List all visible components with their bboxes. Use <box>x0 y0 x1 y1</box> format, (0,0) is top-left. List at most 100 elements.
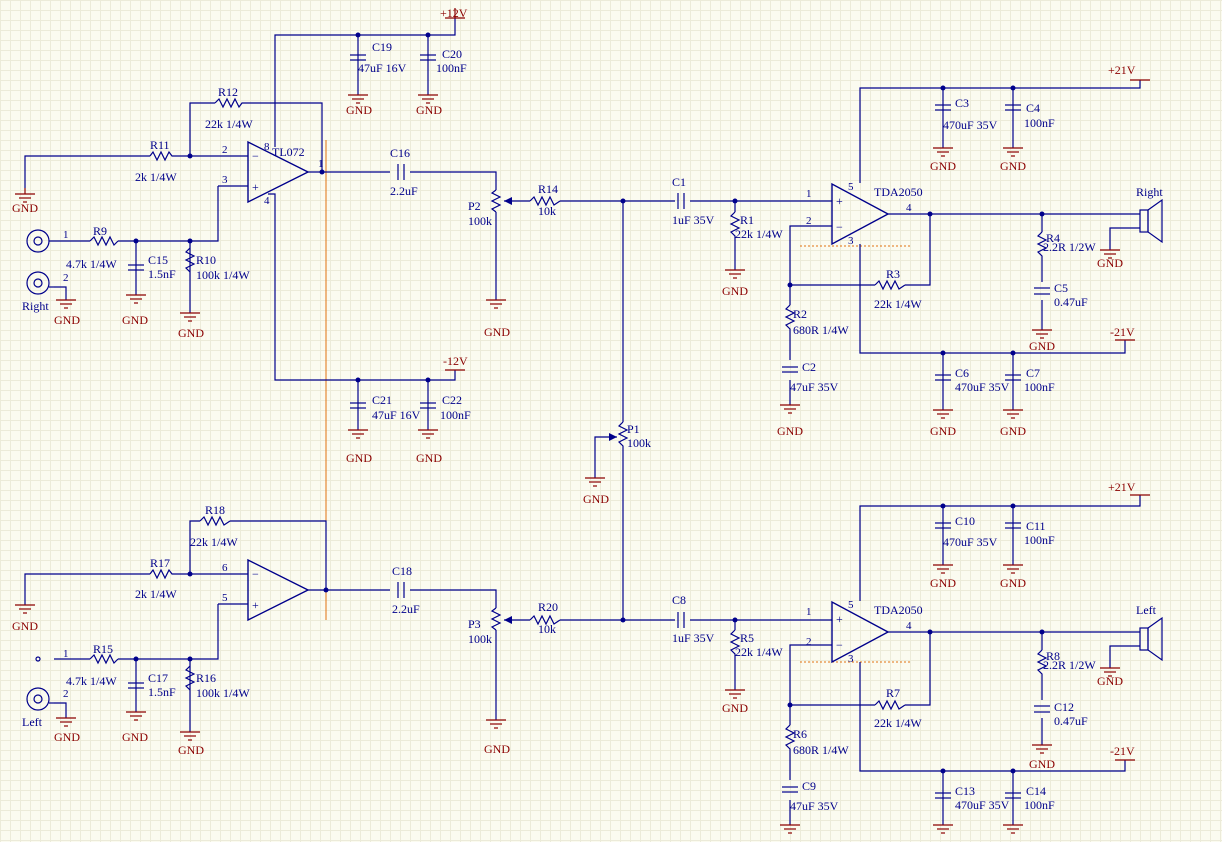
svg-text:100nF: 100nF <box>1024 116 1055 130</box>
svg-text:+: + <box>252 598 259 612</box>
svg-text:C15: C15 <box>148 253 168 267</box>
svg-text:2: 2 <box>222 144 228 156</box>
svg-text:+21V: +21V <box>1108 63 1136 77</box>
svg-text:R11: R11 <box>150 138 170 152</box>
svg-text:R17: R17 <box>150 556 170 570</box>
svg-text:GND: GND <box>54 730 80 744</box>
svg-text:3: 3 <box>222 174 228 186</box>
speakers <box>1139 198 1163 662</box>
svg-text:GND: GND <box>777 424 803 438</box>
svg-text:470uF 35V: 470uF 35V <box>955 798 1010 812</box>
svg-text:GND: GND <box>12 619 38 633</box>
svg-text:-21V: -21V <box>1110 325 1135 339</box>
svg-text:C14: C14 <box>1026 784 1046 798</box>
svg-text:GND: GND <box>930 424 956 438</box>
svg-text:GND: GND <box>54 313 80 327</box>
svg-text:1uF 35V: 1uF 35V <box>672 213 715 227</box>
svg-text:−: − <box>252 567 259 581</box>
svg-text:C22: C22 <box>442 393 462 407</box>
power-symbols <box>445 8 1150 761</box>
svg-text:R1: R1 <box>740 213 754 227</box>
svg-text:GND: GND <box>722 284 748 298</box>
svg-text:GND: GND <box>1000 159 1026 173</box>
svg-text:R15: R15 <box>93 642 113 656</box>
svg-text:1: 1 <box>806 606 812 618</box>
svg-text:-12V: -12V <box>443 354 468 368</box>
svg-text:C18: C18 <box>392 564 412 578</box>
svg-text:GND: GND <box>12 201 38 215</box>
svg-text:2k 1/4W: 2k 1/4W <box>135 587 177 601</box>
amp-tda2050-right: + − 1 2 4 5 3 TDA2050 <box>806 181 923 247</box>
svg-text:R4: R4 <box>1046 231 1060 245</box>
svg-text:GND: GND <box>346 103 372 117</box>
svg-text:P3: P3 <box>468 617 481 631</box>
svg-text:R9: R9 <box>93 224 107 238</box>
svg-text:C9: C9 <box>802 779 816 793</box>
ic-label: TL072 <box>272 145 305 159</box>
svg-text:22k 1/4W: 22k 1/4W <box>735 227 783 241</box>
svg-text:R5: R5 <box>740 631 754 645</box>
svg-text:2.2uF: 2.2uF <box>392 602 420 616</box>
svg-text:1: 1 <box>806 188 812 200</box>
svg-text:R18: R18 <box>205 503 225 517</box>
ground-labels: GND GND GND GND GND GND GND GND GND GND … <box>12 103 1123 771</box>
svg-text:+: + <box>252 180 259 194</box>
svg-text:2.2R 1/2W: 2.2R 1/2W <box>1043 240 1096 254</box>
svg-text:22k 1/4W: 22k 1/4W <box>874 716 922 730</box>
svg-text:R10: R10 <box>196 253 216 267</box>
svg-text:C5: C5 <box>1054 281 1068 295</box>
svg-text:2.2uF: 2.2uF <box>390 184 418 198</box>
svg-text:8: 8 <box>264 141 270 153</box>
svg-text:47uF 16V: 47uF 16V <box>358 61 407 75</box>
capacitors <box>128 54 1050 799</box>
resistors <box>89 97 1048 755</box>
svg-text:R2: R2 <box>793 307 807 321</box>
potentiometers <box>490 189 629 631</box>
svg-text:R8: R8 <box>1046 649 1060 663</box>
svg-text:3: 3 <box>848 653 854 665</box>
svg-text:GND: GND <box>1029 757 1055 771</box>
svg-text:47uF 35V: 47uF 35V <box>790 380 839 394</box>
svg-text:2: 2 <box>806 636 812 648</box>
svg-text:C8: C8 <box>672 593 686 607</box>
input-jacks <box>26 229 66 711</box>
svg-text:-21V: -21V <box>1110 744 1135 758</box>
svg-text:1uF 35V: 1uF 35V <box>672 631 715 645</box>
svg-text:100k: 100k <box>468 632 492 646</box>
svg-text:100k: 100k <box>627 436 651 450</box>
svg-text:R16: R16 <box>196 671 216 685</box>
svg-text:C12: C12 <box>1054 700 1074 714</box>
svg-text:100nF: 100nF <box>436 61 467 75</box>
svg-text:GND: GND <box>178 326 204 340</box>
svg-text:C19: C19 <box>372 40 392 54</box>
svg-text:4.7k 1/4W: 4.7k 1/4W <box>66 257 117 271</box>
svg-text:−: − <box>252 149 259 163</box>
svg-text:C6: C6 <box>955 366 969 380</box>
svg-text:2.2R 1/2W: 2.2R 1/2W <box>1043 658 1096 672</box>
svg-text:GND: GND <box>346 451 372 465</box>
svg-text:GND: GND <box>122 730 148 744</box>
svg-text:C11: C11 <box>1026 519 1046 533</box>
wires-power-right <box>690 80 1141 410</box>
svg-text:GND: GND <box>930 576 956 590</box>
opamp-tl072-left: − + 6 5 <box>222 558 310 622</box>
wires-preamp-right <box>24 18 497 430</box>
svg-text:GND: GND <box>178 743 204 757</box>
svg-text:1: 1 <box>318 158 324 170</box>
svg-text:Right: Right <box>22 299 49 313</box>
svg-text:C2: C2 <box>802 360 816 374</box>
svg-text:100nF: 100nF <box>1024 380 1055 394</box>
svg-text:Left: Left <box>22 715 43 729</box>
svg-text:Left: Left <box>1136 603 1157 617</box>
svg-text:100k 1/4W: 100k 1/4W <box>196 268 250 282</box>
power-labels: +12V -12V +21V -21V +21V -21V <box>440 6 1136 758</box>
svg-text:GND: GND <box>416 103 442 117</box>
svg-text:+: + <box>836 612 843 626</box>
svg-text:10k: 10k <box>538 204 556 218</box>
svg-text:1.5nF: 1.5nF <box>148 685 176 699</box>
io-labels: Right Left Right Left 1 2 1 2 <box>22 185 1163 729</box>
svg-text:Right: Right <box>1136 185 1163 199</box>
svg-text:470uF 35V: 470uF 35V <box>943 118 998 132</box>
svg-text:+21V: +21V <box>1108 480 1136 494</box>
